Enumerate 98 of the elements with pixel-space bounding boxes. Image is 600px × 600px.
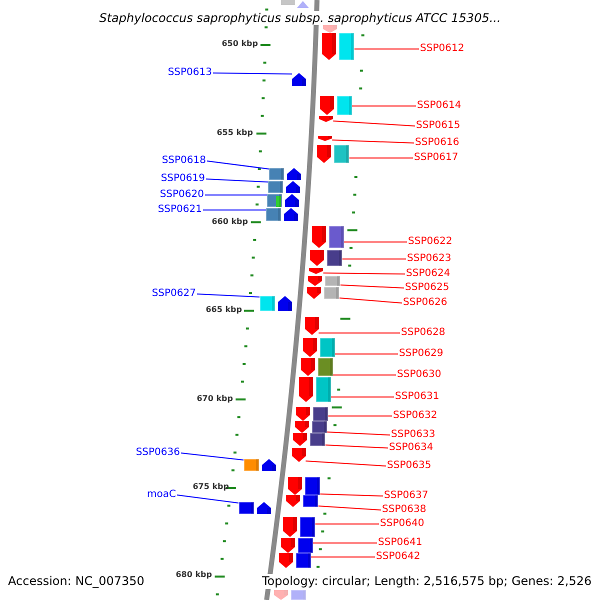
map-title: Staphylococcus saprophyticus subsp. saprophyticus ATCC 15305... [99,11,501,25]
gene-feature [317,145,350,163]
scale-label: 650 kbp [222,39,258,48]
gene-label: SSP0637 [384,490,428,502]
accession-note: Accession: NC_007350 [8,574,144,589]
gene-label: SSP0635 [387,460,432,472]
gene-label: SSP0623 [407,253,452,265]
gene-label: SSP0641 [378,537,422,549]
leader-line [180,452,244,460]
leader-line [305,460,386,466]
gene-label: SSP0616 [415,137,460,149]
gene-feature [322,33,354,60]
gene-label: SSP0629 [399,348,444,360]
gene-feature [260,296,292,311]
gene-label: SSP0628 [401,327,446,339]
leader-line [320,494,384,496]
gene-feature [319,116,334,122]
gene-feature [298,377,331,402]
gene-label: SSP0642 [376,551,420,563]
gene-feature [269,168,302,180]
leader-line [338,298,402,304]
scale-label: 660 kbp [212,217,248,226]
gene-feature [267,194,300,207]
gene-feature [292,448,306,462]
leader-line [354,48,420,50]
gene-label: SSP0619 [160,173,205,185]
gene-feature [318,136,332,141]
gene-feature [310,250,342,266]
gene-label: SSP0621 [158,204,202,216]
leader-line [196,294,260,298]
gene-feature [294,421,327,433]
gene-feature [238,502,271,514]
gene-label: SSP0624 [406,268,450,280]
gene-feature [296,407,328,421]
gene-feature [302,338,335,357]
gene-label: SSP0613 [168,67,212,79]
gene-feature [278,553,311,568]
leader-line [206,160,270,170]
leader-line [176,494,240,504]
leader-line [322,272,406,274]
leader-line [204,194,268,196]
gene-feature [307,287,340,299]
gene-label: SSP0618 [162,155,206,167]
gene-label: SSP0631 [395,391,440,403]
leader-line [332,120,416,126]
leader-line [332,140,414,144]
gene-feature [292,73,306,86]
leader-line [324,444,388,448]
leader-line [332,374,396,376]
gene-feature [244,459,276,471]
leader-line [312,542,378,544]
scale-label: 675 kbp [192,482,229,491]
gene-feature [268,181,300,193]
gene-label: SSP0626 [403,297,448,309]
leader-line [342,258,406,260]
gene-feature [309,268,324,274]
gene-feature [280,538,313,553]
scale-label: 670 kbp [196,394,233,403]
gene-label: SSP0615 [416,120,460,132]
gene-feature [286,495,318,507]
gene-label: SSP0633 [391,429,436,441]
gene-label: SSP0625 [405,282,450,294]
leader-line [310,556,376,558]
gene-label: SSP0638 [382,504,426,516]
leader-line [330,396,394,398]
gene-label: SSP0622 [408,236,452,248]
gene-label: SSP0640 [380,518,424,530]
gene-label: moaC [147,489,176,501]
scale-label: 680 kbp [176,570,212,579]
gene-feature [312,226,344,248]
gene-feature [304,317,319,335]
leader-line [340,284,404,288]
scale-label: 665 kbp [206,305,242,314]
gene-feature [300,358,333,376]
gene-feature [308,276,340,286]
gene-label: SSP0627 [152,288,196,300]
genome-stats: Topology: circular; Length: 2,516,575 bp; Genes: 2,526 [262,574,592,589]
gene-feature [293,433,326,446]
leader-line [206,178,269,182]
gene-label: SSP0614 [417,100,462,112]
gene-label: SSP0632 [393,410,438,422]
gene-feature [320,96,352,115]
gene-feature [266,208,298,221]
gene-feature [288,477,320,495]
scale-label: 655 kbp [216,128,253,137]
gene-feature [283,517,316,537]
gene-label: SSP0636 [136,447,180,459]
leader-line [318,506,382,510]
gene-label: SSP0617 [414,152,458,164]
gene-label: SSP0612 [420,43,464,55]
gene-feature [323,25,338,33]
leader-line [318,332,400,334]
gene-label: SSP0630 [397,369,442,381]
gene-label: SSP0620 [160,189,204,201]
gene-feature [274,590,306,600]
gene-label: SSP0634 [389,442,434,454]
leader-line [326,432,390,436]
leader-line [212,72,293,74]
